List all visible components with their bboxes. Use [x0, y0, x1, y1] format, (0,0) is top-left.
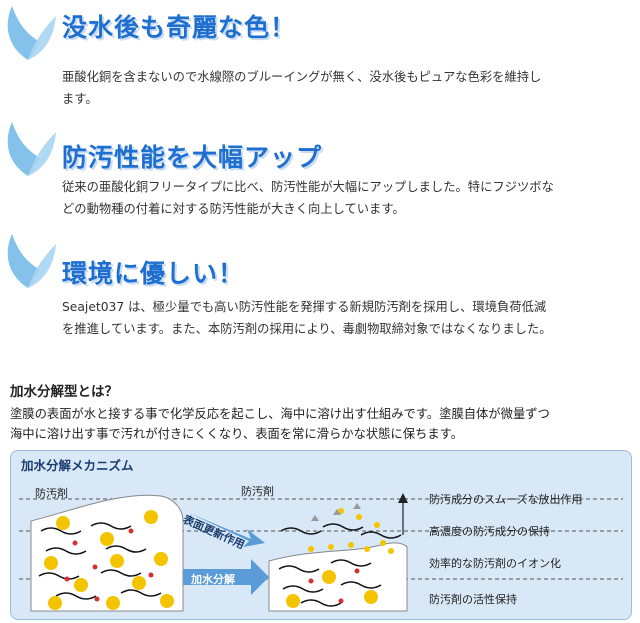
text-line: を推進しています。また、本防汚剤の採用により、毒劇物取締対象ではなくなりました。 — [62, 322, 552, 336]
label-antifouling-left: 防汚剤 — [35, 487, 68, 500]
label-hydrolysis-arrow: 加水分解 — [191, 573, 235, 586]
hydrolysis-heading: 加水分解型とは？ — [10, 384, 118, 400]
mechanism-diagram — [19, 493, 623, 612]
leaf-icon — [7, 234, 56, 288]
feature-title: 環境に優しい！ — [62, 259, 245, 288]
antifouling-particles-left — [44, 510, 174, 610]
text-line: どの動物種の付着に対する防汚性能が大きく向上しています。 — [62, 202, 405, 216]
feature-description: Seajet037 は、極少量でも高い防汚性能を発揮する新規防汚剤を採用し、環境… — [62, 296, 632, 340]
release-arrow-icon — [398, 493, 408, 503]
text-line: ます。 — [62, 92, 98, 106]
surface-renewal-arrow-icon — [189, 513, 265, 547]
antifouling-particles-right — [286, 508, 394, 608]
mechanism-title: 加水分解メカニズム — [21, 458, 134, 473]
text-line: Seajet037 は、極少量でも高い防汚性能を発揮する新規防汚剤を採用し、環境… — [62, 300, 547, 314]
polymer-chains-left — [38, 522, 162, 600]
feature-description: 従来の亜酸化銅フリータイプに比べ、防汚性能が大幅にアップしました。特にフジツボな… — [62, 176, 632, 220]
feature-title: 没水後も奇麗な色！ — [62, 13, 297, 42]
leaf-icon — [7, 6, 56, 60]
ion-dots-left — [64, 528, 154, 602]
right-label-ionization: 効率的な防汚剤のイオン化 — [429, 557, 561, 570]
leaf-icon — [7, 122, 56, 176]
ion-dots-right — [308, 568, 360, 604]
text-line: 亜酸化銅を含まないので水線際のブルーイングが無く、没水後もピュアな色彩を維持し — [62, 70, 542, 84]
text-line: 塗膜の表面が水と接する事で化学反応を起こし、海中に溶け出す仕組みです。塗膜自体が… — [10, 407, 550, 421]
label-antifouling-right: 防汚剤 — [241, 485, 274, 498]
hydrolysis-arrow-icon — [183, 559, 269, 595]
right-label-release: 防汚成分のスムーズな放出作用 — [429, 493, 583, 506]
hydrolysis-description: 塗膜の表面が水と接する事で化学反応を起こし、海中に溶け出す仕組みです。塗膜自体が… — [10, 404, 635, 444]
feature-3: 環境に優しい！ Seajet037 は、極少量でも高い防汚性能を発揮する新規防汚… — [0, 230, 640, 350]
hydrolysis-section: 加水分解型とは？ 塗膜の表面が水と接する事で化学反応を起こし、海中に溶け出す仕組… — [10, 380, 635, 444]
released-particles — [311, 503, 361, 521]
text-line: 海中に溶け出す事で汚れが付きにくくなり、表面を常に滑らかな状態に保ちます。 — [10, 427, 464, 441]
feature-2: 防汚性能を大幅アップ 従来の亜酸化銅フリータイプに比べ、防汚性能が大幅にアップし… — [0, 118, 640, 228]
right-label-retention: 高濃度の防汚成分の保持 — [429, 525, 550, 538]
feature-1: 没水後も奇麗な色！ 亜酸化銅を含まないので水線際のブルーイングが無く、没水後もピ… — [0, 2, 640, 122]
feature-description: 亜酸化銅を含まないので水線際のブルーイングが無く、没水後もピュアな色彩を維持し … — [62, 66, 632, 110]
mechanism-panel: 加水分解メカニズム 防汚剤 防汚剤 表面更新作用 加水分解 防汚成分のスムーズな… — [10, 450, 632, 620]
right-label-activity: 防汚剤の活性保持 — [429, 593, 517, 606]
feature-title: 防汚性能を大幅アップ — [62, 143, 323, 172]
text-line: 従来の亜酸化銅フリータイプに比べ、防汚性能が大幅にアップしました。特にフジツボな — [62, 180, 554, 194]
polymer-chains-right — [278, 523, 402, 607]
